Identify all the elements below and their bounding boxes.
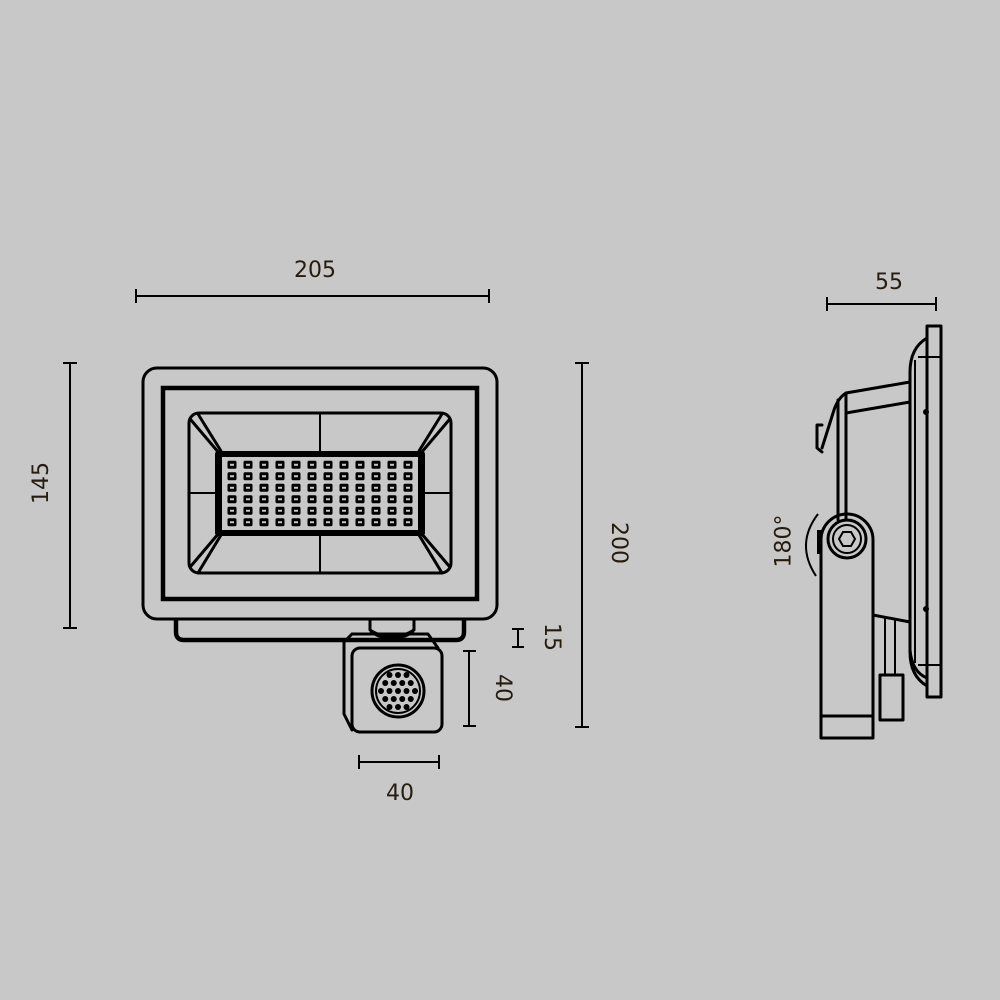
lens-hole [403,672,410,678]
lens-hole [378,688,384,694]
dim-label-side-depth: 55 [875,270,903,295]
dim-label-total-height: 200 [606,522,631,564]
mounting-bracket [173,620,467,643]
lens-hole [407,696,414,702]
front-view [141,366,499,734]
rotation-arc [805,513,819,577]
dim-label-sensor-width: 40 [386,781,414,806]
lens-hole [412,688,418,694]
bracket-arm [817,512,875,740]
dimension-lines-side [826,297,937,311]
lens-hole [390,696,397,702]
dimension-lines-front [63,289,589,769]
front-glass-plate [925,324,943,699]
housing-inner-frame [160,385,480,602]
lens-hole [399,680,406,686]
lens-hole [395,672,401,678]
dim-label-sensor-height: 40 [490,674,515,702]
lens-hole [382,680,389,686]
lens-hole [382,696,389,702]
lens-hole [395,688,401,694]
lens-hole [386,672,393,678]
motion-sensor [342,632,444,734]
cable-gland [878,673,905,722]
lens-hole [403,688,410,694]
dim-label-front-height: 145 [29,462,54,504]
lens-hole [407,680,414,686]
dim-label-bracket-gap: 15 [539,623,564,651]
side-view [805,324,943,740]
sensor-lens [378,672,418,710]
lens-hole [390,680,397,686]
housing-outer-frame [141,366,499,621]
lens-hole [386,688,393,694]
lens-hole [395,704,401,710]
led-array [227,460,413,527]
lens-hole [399,696,406,702]
lens-hole [403,704,410,710]
dim-label-front-width: 205 [294,258,336,283]
hex-bolt-icon [837,531,857,547]
rotation-angle-label: 180° [771,514,797,568]
lens-hole [386,704,393,710]
